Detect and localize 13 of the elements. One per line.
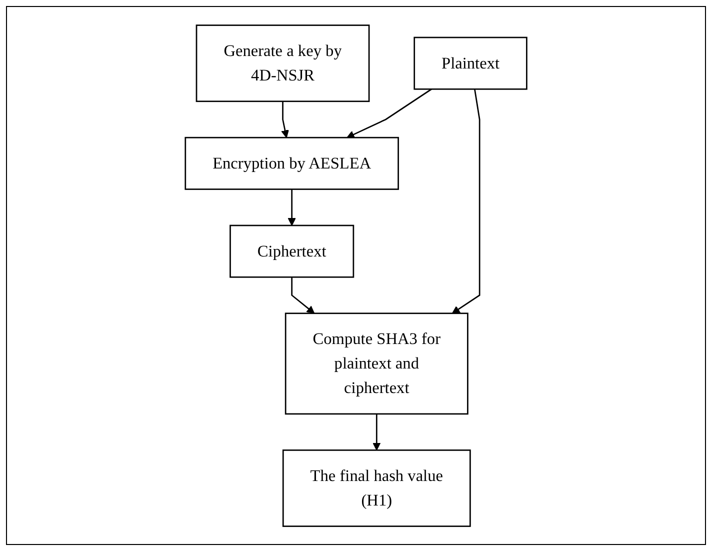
arrow: [281, 101, 289, 138]
node-box: [230, 224, 354, 278]
node-box: [282, 449, 471, 527]
node-box: [414, 36, 528, 90]
arrow: [452, 88, 480, 314]
node-box: [184, 136, 399, 190]
figure-border: Generate a key by 4D-NSJR Plaintext Encryption by AESLEA Ciphertext Compute SHA3 for plaintext and ciphertext The final hash value (H1): [6, 6, 706, 545]
arrow: [291, 276, 315, 314]
arrow: [288, 188, 296, 226]
arrow: [346, 88, 432, 138]
arrow: [372, 414, 381, 450]
node-box: [196, 24, 370, 102]
node-box: [284, 312, 468, 414]
